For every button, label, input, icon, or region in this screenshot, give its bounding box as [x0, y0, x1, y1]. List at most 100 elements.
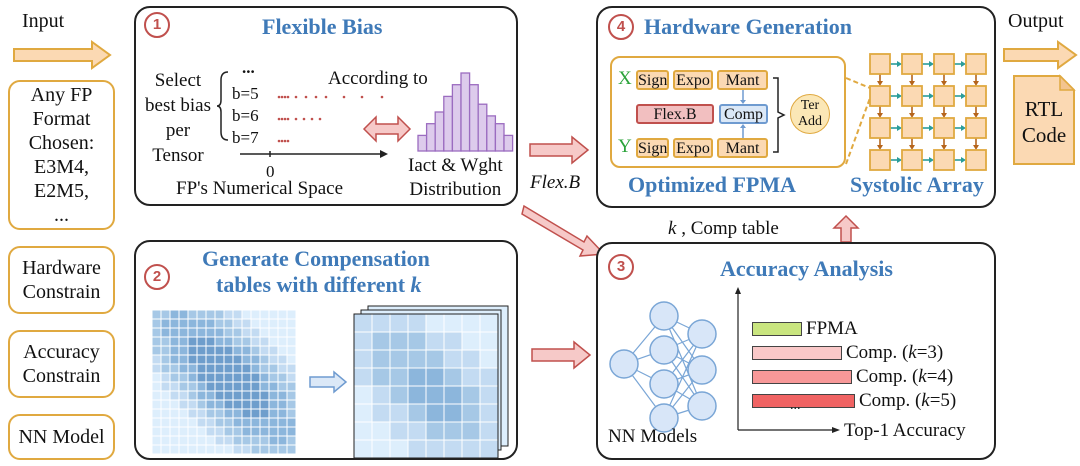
- arrowhead: [929, 157, 934, 163]
- table-cell: [479, 313, 499, 333]
- table-cell: [353, 403, 373, 423]
- arrowhead: [877, 145, 883, 150]
- histogram-bar: [486, 115, 497, 152]
- table-cell: [151, 426, 162, 437]
- table-cell: [214, 435, 225, 446]
- table-cell: [196, 399, 207, 410]
- input-hw-line: Hardware: [22, 257, 101, 279]
- dist-line: Distribution: [409, 179, 502, 200]
- arrowhead: [961, 125, 966, 131]
- table-cell: [196, 426, 207, 437]
- table-border: [353, 313, 499, 459]
- table-cell: [371, 439, 391, 459]
- table-cell: [268, 327, 279, 338]
- table-cell: [425, 385, 445, 405]
- table-cell: [407, 367, 427, 387]
- bias-row-6: b=6: [232, 106, 259, 125]
- table-cell: [407, 403, 427, 423]
- table-cell: [160, 381, 171, 392]
- arrowhead: [941, 113, 947, 118]
- table-cell: [389, 367, 409, 387]
- table-cell: [160, 372, 171, 383]
- accuracy-bar: [752, 322, 802, 336]
- table-cell: [389, 331, 409, 351]
- numerical-space-label: FP's Numerical Space: [176, 178, 344, 199]
- x-sign-field: Sign: [636, 70, 669, 90]
- axis-zero-label: 0: [266, 162, 275, 181]
- table-cell: [407, 331, 427, 351]
- table-cell: [169, 318, 180, 329]
- table-cell: [443, 403, 463, 423]
- systolic-label: Systolic Array: [850, 172, 984, 197]
- table-cell: [169, 345, 180, 356]
- step-number-1: 1: [144, 12, 170, 38]
- table-cell: [277, 426, 288, 437]
- table-cell: [151, 444, 162, 455]
- y-mant-field: Mant: [717, 138, 768, 158]
- table-cell: [187, 345, 198, 356]
- table-cell: [151, 327, 162, 338]
- output-label: Output: [1008, 10, 1064, 32]
- table-cell: [479, 403, 499, 423]
- table-cell: [151, 309, 162, 320]
- table-cell: [214, 309, 225, 320]
- arrowhead: [877, 113, 883, 118]
- table-cell: [479, 331, 499, 351]
- table-cell: [277, 372, 288, 383]
- bias-dots: [277, 95, 384, 143]
- table-cell: [187, 444, 198, 455]
- histogram-bar: [451, 84, 462, 152]
- step-number-3: 3: [608, 254, 634, 280]
- table-cell: [443, 367, 463, 387]
- table-cell: [259, 444, 270, 455]
- table-cell: [371, 313, 391, 333]
- processing-element: [933, 149, 955, 171]
- select-line: best bias: [145, 95, 211, 116]
- table-cell: [241, 345, 252, 356]
- table-cell: [160, 426, 171, 437]
- accuracy-bar-label: Comp. (k=3): [846, 342, 944, 363]
- compensation-table-coarse: [353, 305, 509, 459]
- table-cell: [187, 390, 198, 401]
- table-cell: [205, 309, 216, 320]
- table-cell: [259, 345, 270, 356]
- table-cell: [268, 390, 279, 401]
- table-cell: [286, 309, 297, 320]
- table-cell: [443, 385, 463, 405]
- table-cell: [205, 381, 216, 392]
- table-cell: [286, 417, 297, 428]
- histogram-bar: [477, 103, 488, 152]
- table-cell: [277, 399, 288, 410]
- table-cell: [160, 399, 171, 410]
- flexb-arrow-icon: [529, 135, 590, 165]
- table-cell: [196, 327, 207, 338]
- table-cell: [169, 399, 180, 410]
- table-cell: [178, 372, 189, 383]
- table-cell: [232, 435, 243, 446]
- histogram-bar: [443, 95, 454, 152]
- histogram-bar: [425, 123, 436, 152]
- input-nn-line: NN Model: [18, 426, 105, 448]
- table-cell: [286, 372, 297, 383]
- input-nn-model: NN Model: [8, 414, 115, 460]
- accuracy-axes: [735, 287, 840, 433]
- table-cell: [205, 327, 216, 338]
- arrowhead: [941, 145, 947, 150]
- table-cell: [223, 417, 234, 428]
- input-label: Input: [22, 10, 65, 32]
- table-cell: [443, 421, 463, 441]
- according-to-label: According to: [328, 68, 428, 89]
- input-accuracy-constrain: Accuracy Constrain: [8, 330, 115, 398]
- table-cell: [250, 444, 261, 455]
- table-cell: [151, 435, 162, 446]
- table-cell: [268, 309, 279, 320]
- table-cell: [259, 390, 270, 401]
- table-cell: [169, 372, 180, 383]
- table-cell: [353, 421, 373, 441]
- table-cell: [389, 349, 409, 369]
- table-cell: [241, 417, 252, 428]
- table-cell: [196, 390, 207, 401]
- nn-node: [687, 355, 717, 385]
- table-cell: [277, 318, 288, 329]
